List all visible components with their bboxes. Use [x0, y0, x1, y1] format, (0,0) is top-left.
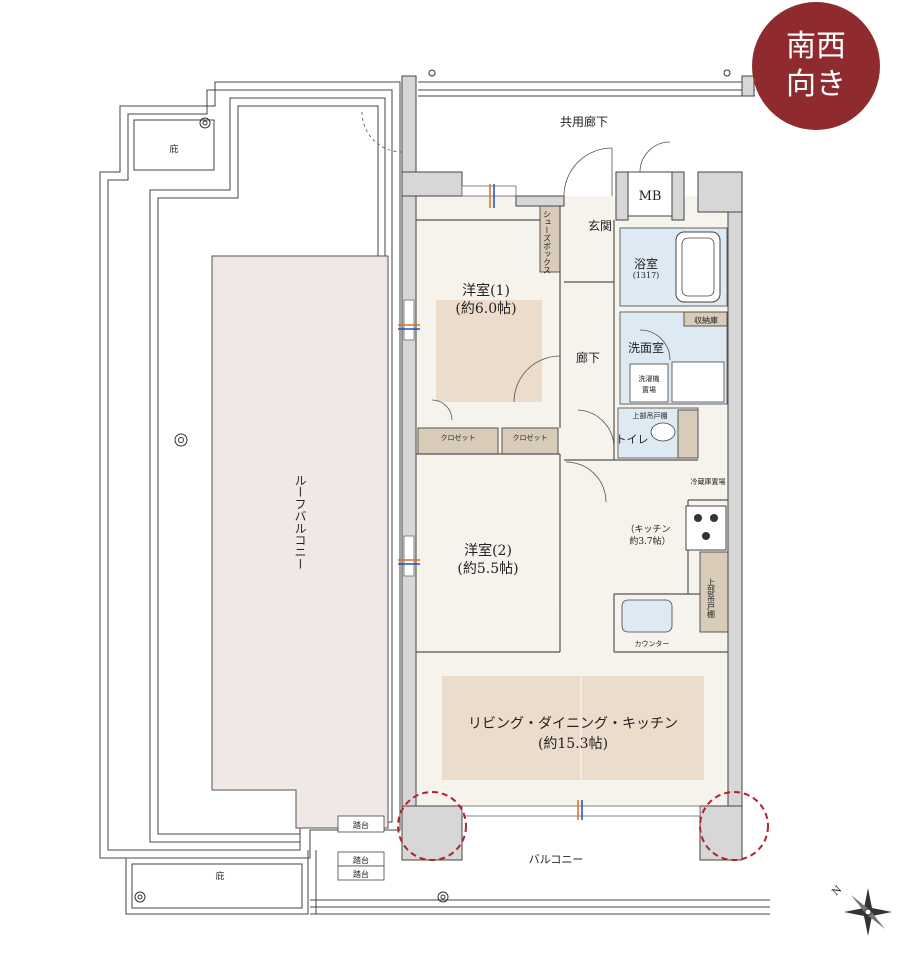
- ldk-label: リビング・ダイニング・キッチン: [468, 716, 678, 732]
- counter-label: カウンター: [635, 639, 670, 648]
- mb-box: [627, 171, 673, 217]
- bath-label: 浴室: [634, 256, 658, 271]
- closet1-box: [417, 427, 499, 455]
- pillar-markers: [397, 791, 769, 861]
- stove: [685, 505, 727, 551]
- hall-label: 廊下: [576, 350, 600, 365]
- upper-cabinet-v-label: 上部吊戸棚: [707, 578, 716, 619]
- upper-cabinet-label: 上部吊戸棚: [633, 411, 668, 420]
- compass-rose: [844, 888, 892, 936]
- orientation-line2: 向き: [786, 67, 846, 102]
- drain-markers: [134, 69, 731, 903]
- room1-label: 洋室(1): [462, 282, 510, 299]
- closet1-label: クロゼット: [441, 433, 476, 442]
- roof-balcony-floor: [211, 255, 389, 829]
- roof-balcony-outline: [99, 81, 770, 915]
- eave2-label: 庇: [215, 870, 224, 882]
- upper-cabinet-box: [699, 551, 729, 633]
- pipe-markers: [398, 184, 583, 820]
- fridge-label: 冷蔵庫置場: [691, 477, 726, 486]
- orientation-badge: 南西 向き: [752, 2, 880, 130]
- toilet-label: トイレ: [616, 433, 649, 446]
- step3-label: 踏台: [353, 869, 369, 879]
- eave1-label: 庇: [169, 143, 178, 155]
- step1-label: 踏台: [353, 820, 369, 830]
- bathtub: [675, 231, 721, 303]
- room1-size-label: (約6.0帖): [455, 301, 516, 317]
- entrance-label: 玄関: [588, 218, 612, 233]
- balcony-label: バルコニー: [529, 853, 584, 866]
- ldk-rug: [442, 676, 704, 780]
- compass-north-label: N: [830, 884, 844, 898]
- windows: [403, 185, 701, 817]
- mb-label: MB: [639, 189, 662, 204]
- kitchen-label: （キッチン: [625, 524, 670, 535]
- room2-label: 洋室(2): [464, 542, 512, 559]
- basin: [671, 361, 725, 403]
- room1-rug: [436, 300, 542, 402]
- toilet-cabinet-box: [677, 409, 699, 459]
- roof-balcony-label: ルーフバルコニー: [293, 474, 307, 570]
- orientation-line1: 南西: [786, 29, 846, 64]
- closet2-label: クロゼット: [513, 433, 548, 442]
- washroom-label: 洗面室: [628, 340, 664, 355]
- storage-box: [683, 311, 728, 327]
- washer-label-2: 置場: [642, 385, 656, 394]
- kitchen-sink: [621, 599, 673, 633]
- partitions: [416, 206, 728, 653]
- kitchen-size-label: 約3.7帖）: [629, 535, 670, 547]
- washer-box: [629, 363, 669, 403]
- shoe-box-label: シューズボックス: [543, 210, 552, 274]
- toilet-bowl: [650, 422, 676, 442]
- room2-size-label: (約5.5帖): [457, 561, 518, 577]
- text-labels: 共用廊下 MB 玄関 シューズボックス 浴室 (1317) 収納庫 洗面室 洗濯…: [169, 114, 844, 898]
- corridor-label: 共用廊下: [560, 114, 608, 129]
- bath-size-label: (1317): [633, 271, 660, 280]
- ldk-size-label: (約15.3帖): [538, 736, 608, 752]
- storage-label: 収納庫: [694, 315, 718, 325]
- washer-label: 洗濯機: [639, 374, 660, 383]
- door-swings: [361, 111, 671, 503]
- closet2-box: [501, 427, 559, 455]
- step2-label: 踏台: [353, 855, 369, 865]
- step-platforms: [337, 815, 385, 881]
